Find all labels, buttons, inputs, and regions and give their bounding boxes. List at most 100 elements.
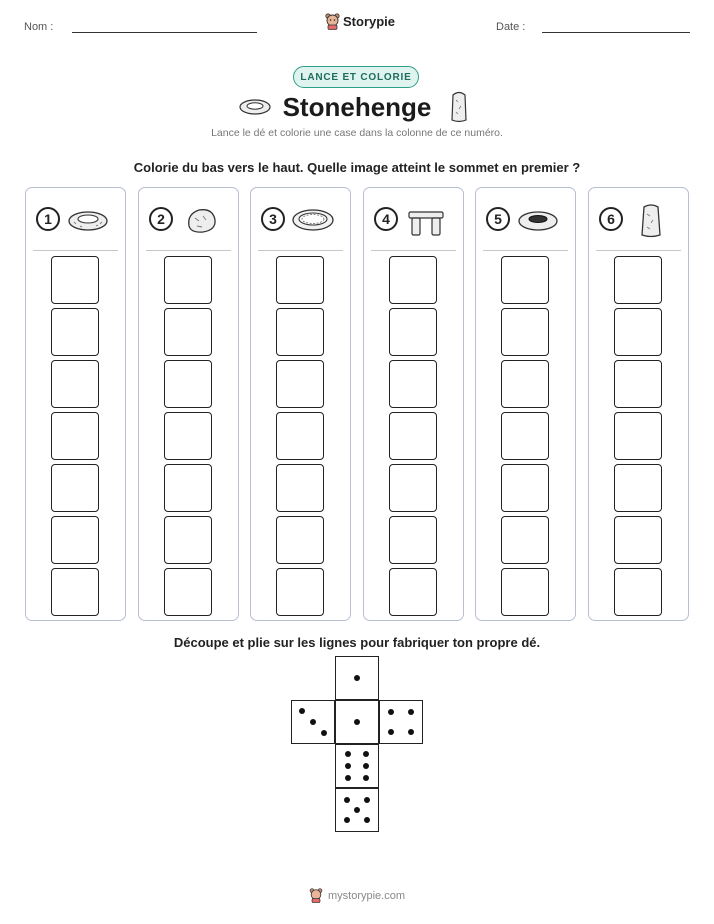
color-cell[interactable] (164, 412, 212, 460)
die-face-1 (335, 700, 379, 744)
subtitle: Lance le dé et colorie une case dans la … (211, 127, 503, 139)
color-cell[interactable] (276, 568, 324, 616)
color-cell[interactable] (614, 516, 662, 564)
die-pip (364, 796, 371, 803)
die-pip (345, 775, 352, 782)
color-cell[interactable] (164, 308, 212, 356)
die-pip (364, 817, 371, 824)
color-cell[interactable] (614, 568, 662, 616)
die-pip (345, 763, 352, 769)
dice-column-4: 4 (363, 187, 464, 621)
die-pip (408, 708, 415, 715)
color-cell[interactable] (614, 308, 662, 356)
die-pip (354, 807, 360, 813)
die-pip (387, 708, 394, 715)
color-cell[interactable] (51, 464, 99, 512)
die-face-1 (335, 656, 379, 700)
date-field-line[interactable] (542, 32, 690, 33)
dice-column-3: 3 (250, 187, 351, 621)
trilithon-icon (408, 211, 444, 236)
footer-site: mystorypie.com (327, 889, 406, 902)
color-cell[interactable] (614, 360, 662, 408)
color-cell[interactable] (276, 308, 324, 356)
die-pip (362, 763, 369, 769)
color-cell[interactable] (164, 464, 212, 512)
color-cell[interactable] (501, 568, 549, 616)
column-divider (33, 250, 118, 251)
color-cell[interactable] (276, 464, 324, 512)
column-number: 1 (36, 207, 60, 231)
dice-column-2: 2 (138, 187, 239, 621)
color-cell[interactable] (164, 360, 212, 408)
standing-stone-title-icon (451, 91, 467, 123)
circle-ring-icon (292, 209, 334, 231)
color-cell[interactable] (164, 568, 212, 616)
column-number: 6 (599, 207, 623, 231)
color-cell[interactable] (51, 516, 99, 564)
color-cell[interactable] (51, 308, 99, 356)
column-divider (596, 250, 681, 251)
color-cell[interactable] (389, 516, 437, 564)
color-cell[interactable] (276, 256, 324, 304)
cut-instruction: Découpe et plie sur les lignes pour fabr… (173, 635, 541, 650)
column-divider (258, 250, 343, 251)
column-number: 2 (149, 207, 173, 231)
color-cell[interactable] (389, 308, 437, 356)
color-cell[interactable] (501, 412, 549, 460)
color-cell[interactable] (501, 464, 549, 512)
die-pip (310, 719, 316, 725)
column-divider (146, 250, 231, 251)
color-cell[interactable] (276, 360, 324, 408)
color-cell[interactable] (276, 412, 324, 460)
die-pip (321, 730, 327, 736)
color-cell[interactable] (389, 464, 437, 512)
coloring-instruction: Colorie du bas vers le haut. Quelle imag… (133, 160, 581, 175)
color-cell[interactable] (614, 256, 662, 304)
die-pip (354, 719, 360, 725)
die-pip (354, 675, 360, 681)
color-cell[interactable] (614, 464, 662, 512)
color-cell[interactable] (501, 256, 549, 304)
bear-mascot-icon (309, 888, 323, 903)
column-divider (371, 250, 456, 251)
color-cell[interactable] (276, 516, 324, 564)
column-divider (483, 250, 568, 251)
stone-ring-icon (68, 211, 108, 231)
color-cell[interactable] (164, 256, 212, 304)
standing-stone-icon (641, 204, 661, 238)
footer: mystorypie.com (0, 888, 714, 903)
page-title: Stonehenge (282, 92, 432, 122)
color-cell[interactable] (501, 360, 549, 408)
die-pip (387, 729, 394, 736)
die-face-4 (379, 700, 423, 744)
name-field-line[interactable] (72, 32, 257, 33)
color-cell[interactable] (389, 256, 437, 304)
die-pip (362, 775, 369, 782)
boulder-icon (188, 209, 216, 233)
color-cell[interactable] (51, 412, 99, 460)
dice-column-5: 5 (475, 187, 576, 621)
color-cell[interactable] (164, 516, 212, 564)
die-pip (343, 796, 350, 803)
color-cell[interactable] (389, 412, 437, 460)
color-cell[interactable] (51, 360, 99, 408)
color-cell[interactable] (614, 412, 662, 460)
die-pip (343, 817, 350, 824)
column-number: 4 (374, 207, 398, 231)
color-cell[interactable] (501, 516, 549, 564)
dice-column-1: 1 (25, 187, 126, 621)
column-number: 3 (261, 207, 285, 231)
stone-ring-title-icon (239, 99, 271, 115)
color-cell[interactable] (51, 568, 99, 616)
stone-hole-icon (518, 211, 558, 231)
color-cell[interactable] (51, 256, 99, 304)
bear-mascot-icon (325, 13, 340, 30)
column-number: 5 (486, 207, 510, 231)
color-cell[interactable] (389, 360, 437, 408)
dice-column-6: 6 (588, 187, 689, 621)
color-cell[interactable] (501, 308, 549, 356)
date-label: Date : (496, 21, 526, 33)
activity-badge: LANCE ET COLORIE (293, 66, 419, 88)
color-cell[interactable] (389, 568, 437, 616)
die-pip (408, 729, 415, 736)
